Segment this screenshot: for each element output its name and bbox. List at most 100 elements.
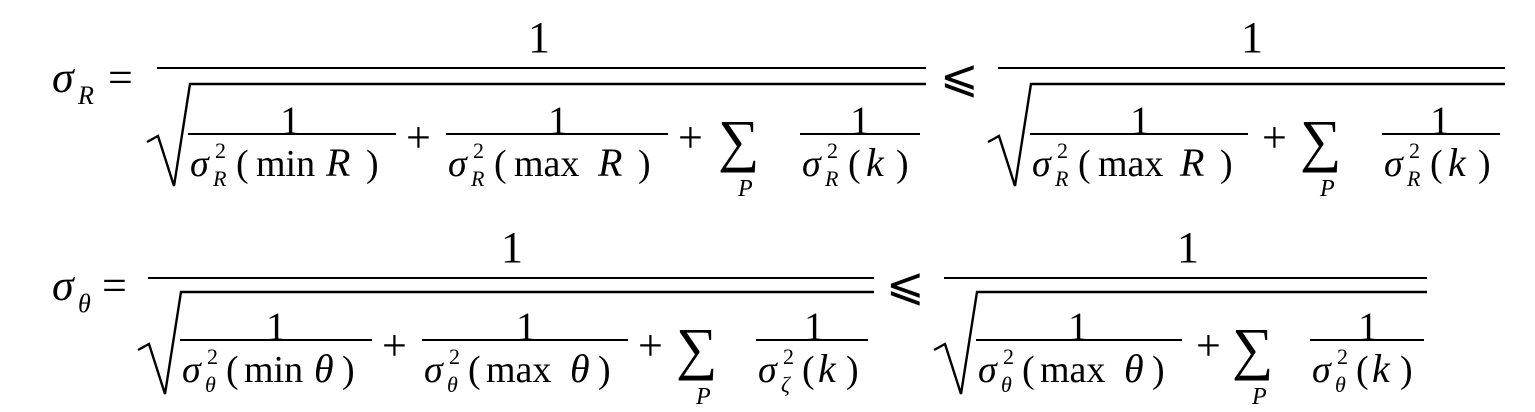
eq2-term1-rparen: ) bbox=[342, 349, 355, 391]
eq2-term3-lparen: ( bbox=[802, 349, 815, 391]
eq1-rterm2-var: k bbox=[1448, 140, 1467, 185]
eq2-term1-var: θ bbox=[314, 346, 334, 391]
eq2-right-plus: + bbox=[1196, 321, 1221, 370]
eq1-rterm1-lparen: ( bbox=[1078, 143, 1091, 185]
eq1-radical bbox=[146, 82, 926, 187]
eq1-plus-1: + bbox=[406, 113, 431, 162]
eq1-rsum-under: P bbox=[1319, 176, 1335, 202]
eq1-term3-numerator: 1 bbox=[850, 98, 870, 143]
eq1-term2-var: R bbox=[597, 140, 622, 185]
eq2-term3-sigma: σ bbox=[758, 349, 778, 391]
eq2-term3-rparen: ) bbox=[846, 349, 859, 391]
eq2-term1-sub: θ bbox=[205, 372, 216, 397]
eq2-term2-lparen: ( bbox=[468, 349, 481, 391]
eq1-term3-var: k bbox=[866, 140, 885, 185]
eq2-term2-sigma: σ bbox=[424, 349, 444, 391]
eq2-term-min: 1 σ 2 θ ( min θ ) bbox=[180, 304, 372, 397]
eq2-plus-2: + bbox=[638, 321, 663, 370]
eq1-term2-sub: R bbox=[470, 166, 485, 191]
eq1-right-term-max: 1 σ 2 R ( max R ) bbox=[1030, 98, 1248, 191]
eq2-sum-sigma: ∑ bbox=[676, 316, 717, 381]
eq2-leq: ⩽ bbox=[886, 259, 925, 310]
eq1-term1-var: R bbox=[325, 140, 350, 185]
eq1-term2-numerator: 1 bbox=[548, 98, 568, 143]
eq2-sum-under: P bbox=[695, 384, 711, 410]
eq2-term2-sup: 2 bbox=[449, 344, 460, 369]
eq2-rterm1-sup: 2 bbox=[1003, 344, 1014, 369]
eq1-rterm1-numerator: 1 bbox=[1130, 98, 1150, 143]
eq1-lhs-symbol: σ bbox=[52, 53, 76, 102]
eq2-rsum-sigma: ∑ bbox=[1232, 316, 1273, 381]
eq1-rterm1-sigma: σ bbox=[1032, 143, 1052, 185]
eq2-rterm1-numerator: 1 bbox=[1068, 304, 1088, 349]
eq2-rterm1-sigma: σ bbox=[978, 349, 998, 391]
eq2-term3-sup: 2 bbox=[783, 344, 794, 369]
eq1-term2-rparen: ) bbox=[638, 143, 651, 185]
eq1-term3-sup: 2 bbox=[827, 138, 838, 163]
eq2-rsum-under: P bbox=[1251, 384, 1267, 410]
eq2-rterm2-lparen: ( bbox=[1356, 349, 1369, 391]
eq1-term2-sup: 2 bbox=[473, 138, 484, 163]
eq2-rterm2-sub: θ bbox=[1335, 372, 1346, 397]
eq2-term1-op: min bbox=[244, 349, 303, 391]
eq2-sum-term: ∑ P 1 σ 2 ζ ( k ) bbox=[676, 304, 868, 410]
eq2-right-numerator: 1 bbox=[1177, 223, 1199, 272]
eq1-right-sum-term: ∑ P 1 σ 2 R ( k ) bbox=[1300, 98, 1500, 202]
eq1-rterm2-lparen: ( bbox=[1430, 143, 1443, 185]
eq1-term3-rparen: ) bbox=[896, 143, 909, 185]
eq1-sum-under: P bbox=[737, 176, 753, 202]
eq2-term2-var: θ bbox=[570, 346, 590, 391]
equation-1: σ R = 1 1 σ 2 R ( min R ) + 1 σ 2 R ( ma… bbox=[52, 13, 1505, 202]
eq1-term2-lparen: ( bbox=[494, 143, 507, 185]
eq2-right-sum-term: ∑ P 1 σ 2 θ ( k ) bbox=[1232, 304, 1424, 410]
eq1-rterm1-rparen: ) bbox=[1220, 143, 1233, 185]
eq2-right-radical bbox=[933, 290, 1427, 395]
eq2-term2-rparen: ) bbox=[598, 349, 611, 391]
eq1-rterm2-numerator: 1 bbox=[1430, 98, 1450, 143]
eq2-equals: = bbox=[102, 261, 127, 310]
eq1-term3-sigma: σ bbox=[802, 143, 822, 185]
eq1-term2-op: max bbox=[514, 143, 579, 185]
eq1-right-radical bbox=[987, 82, 1505, 187]
eq1-main-numerator: 1 bbox=[528, 13, 550, 62]
eq2-term1-lparen: ( bbox=[226, 349, 239, 391]
eq2-lhs-subscript: θ bbox=[78, 289, 91, 318]
eq2-main-numerator: 1 bbox=[501, 223, 523, 272]
eq1-term1-sigma: σ bbox=[190, 143, 210, 185]
eq2-rterm2-var: k bbox=[1372, 346, 1391, 391]
eq2-term2-sub: θ bbox=[447, 372, 458, 397]
eq1-term1-op: min bbox=[256, 143, 315, 185]
eq1-term1-sup: 2 bbox=[215, 138, 226, 163]
eq2-term1-numerator: 1 bbox=[266, 304, 286, 349]
eq1-term1-lparen: ( bbox=[236, 143, 249, 185]
eq1-rsum-sigma: ∑ bbox=[1300, 108, 1341, 173]
eq1-term1-numerator: 1 bbox=[280, 98, 300, 143]
eq1-rterm2-sub: R bbox=[1406, 166, 1421, 191]
eq2-term2-numerator: 1 bbox=[516, 304, 536, 349]
eq2-term-max: 1 σ 2 θ ( max θ ) bbox=[422, 304, 628, 397]
eq2-term3-var: k bbox=[818, 346, 837, 391]
eq1-rterm2-rparen: ) bbox=[1478, 143, 1491, 185]
eq1-sum-term: ∑ P 1 σ 2 R ( k ) bbox=[718, 98, 920, 202]
eq1-rterm1-var: R bbox=[1179, 140, 1204, 185]
eq1-term2-sigma: σ bbox=[448, 143, 468, 185]
eq1-sum-sigma: ∑ bbox=[718, 108, 759, 173]
eq2-rterm2-sup: 2 bbox=[1337, 344, 1348, 369]
eq2-rterm1-rparen: ) bbox=[1152, 349, 1165, 391]
eq2-term1-sigma: σ bbox=[182, 349, 202, 391]
eq2-radical bbox=[137, 290, 874, 395]
eq2-term3-numerator: 1 bbox=[804, 304, 824, 349]
eq2-rterm1-sub: θ bbox=[1001, 372, 1012, 397]
eq2-rterm1-op: max bbox=[1040, 349, 1105, 391]
eq2-right-term-max: 1 σ 2 θ ( max θ ) bbox=[976, 304, 1182, 397]
eq2-term2-op: max bbox=[486, 349, 551, 391]
eq1-leq: ⩽ bbox=[940, 51, 979, 102]
eq1-term-max: 1 σ 2 R ( max R ) bbox=[446, 98, 668, 191]
eq1-equals: = bbox=[108, 53, 133, 102]
eq2-rterm2-numerator: 1 bbox=[1358, 304, 1378, 349]
eq2-rterm1-lparen: ( bbox=[1022, 349, 1035, 391]
eq1-rterm2-sigma: σ bbox=[1384, 143, 1404, 185]
eq2-lhs-symbol: σ bbox=[52, 261, 76, 310]
eq1-rterm1-op: max bbox=[1098, 143, 1163, 185]
